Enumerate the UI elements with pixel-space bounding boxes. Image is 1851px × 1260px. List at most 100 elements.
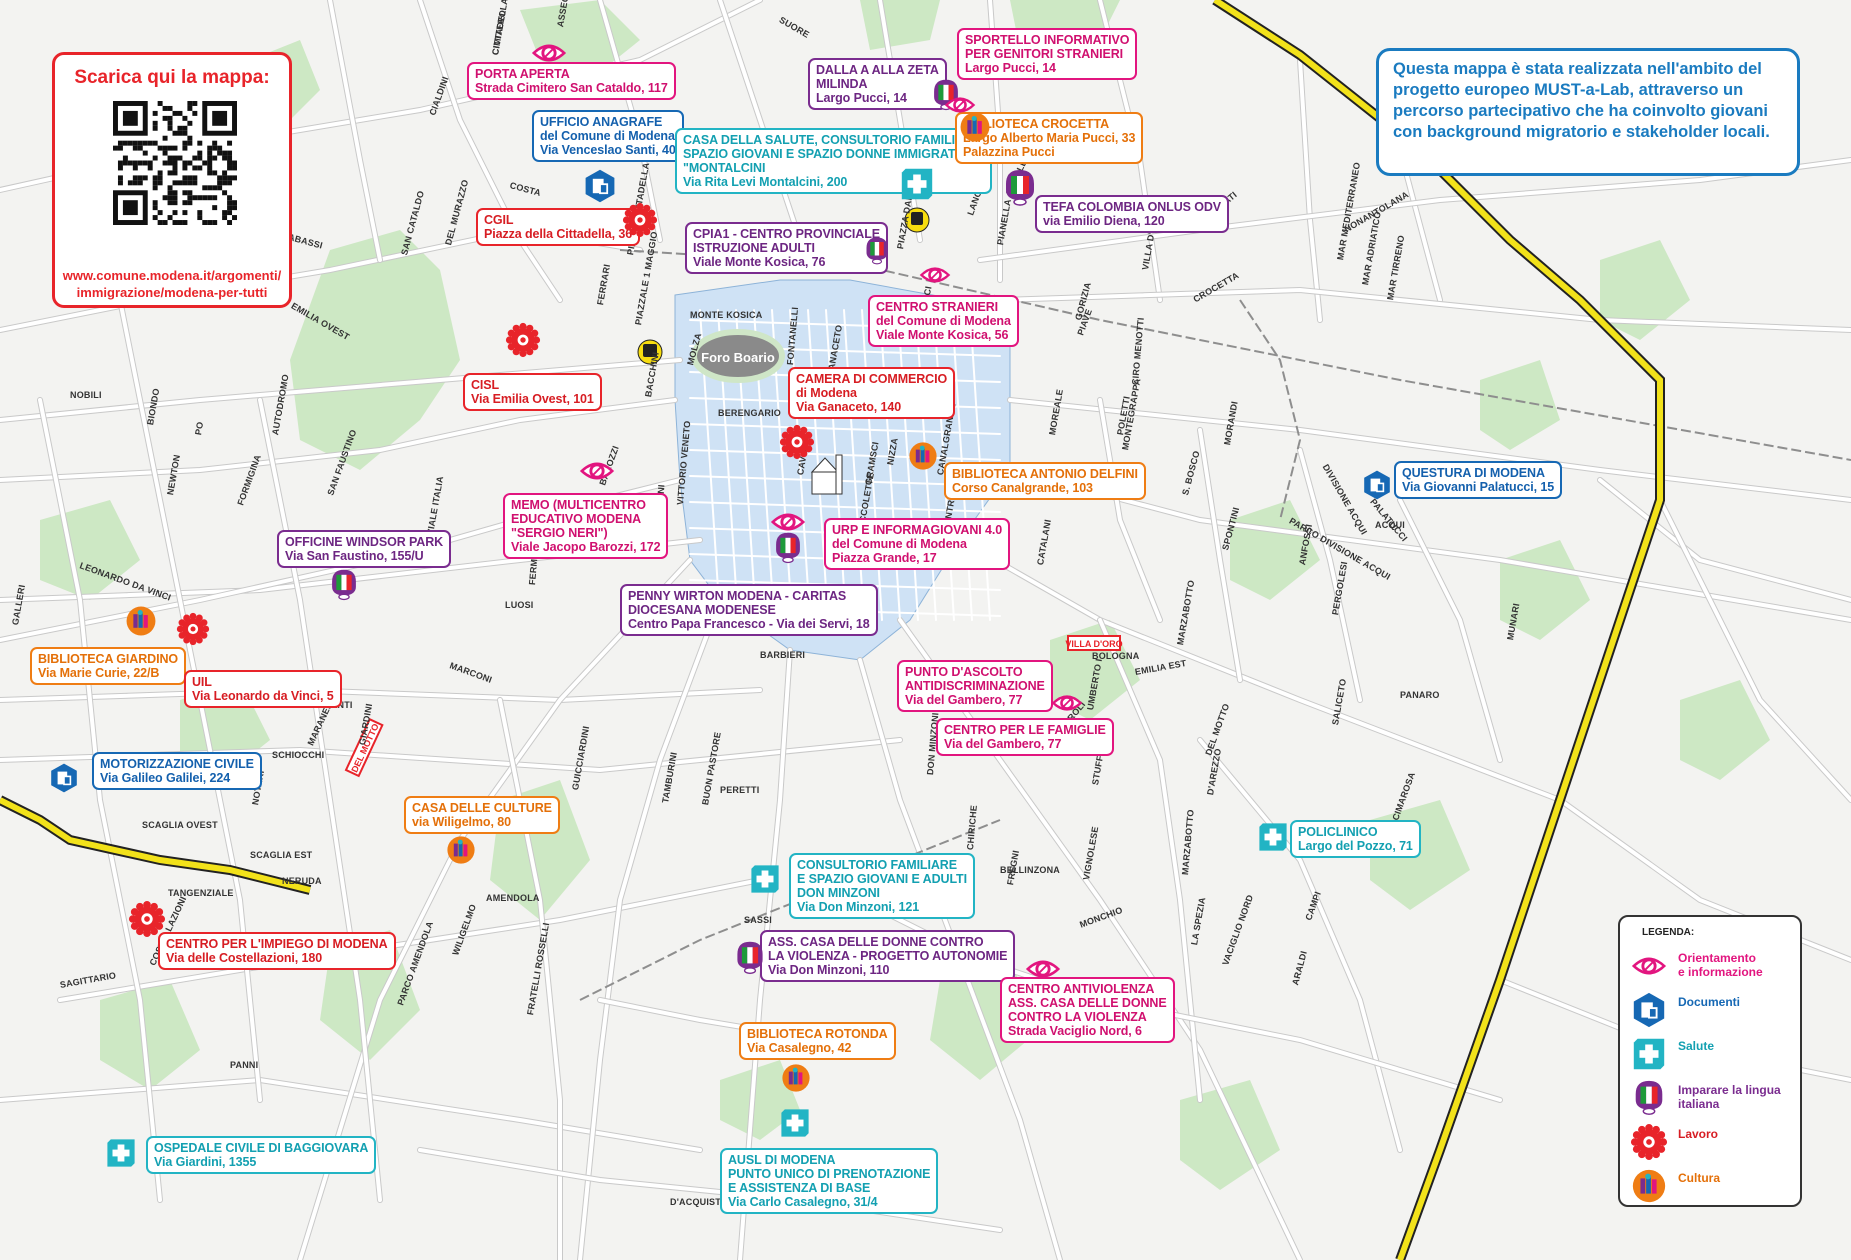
gear-icon-part: [519, 322, 527, 331]
qr-module: [227, 195, 233, 201]
gear-icon-part: [190, 626, 196, 632]
poi-marker[interactable]: [582, 168, 618, 209]
poi-marker[interactable]: [862, 236, 892, 271]
poi-label[interactable]: CASA DELLA SALUTE, CONSULTORIO FAMILIARE…: [675, 128, 993, 194]
poi-marker[interactable]: [1050, 686, 1084, 725]
italian-flag-speech-icon-part: [870, 242, 875, 256]
qr-module: [132, 175, 138, 181]
poi-marker[interactable]: [907, 440, 939, 477]
poi-marker[interactable]: [1256, 820, 1290, 859]
poi-marker[interactable]: [622, 202, 658, 243]
street-segment-fill: [58, 878, 762, 1002]
qr-module: [222, 190, 228, 196]
poi-marker[interactable]: [128, 900, 166, 943]
poi-marker[interactable]: [958, 110, 992, 149]
poi-marker[interactable]: [898, 165, 936, 208]
qr-module: [152, 155, 158, 161]
qr-code-icon[interactable]: [113, 101, 237, 225]
poi-marker[interactable]: [769, 503, 807, 546]
poi-marker[interactable]: [1024, 950, 1062, 993]
poi-marker[interactable]: [48, 762, 80, 799]
poi-marker[interactable]: [779, 424, 815, 465]
document-icon: [585, 169, 615, 203]
qr-module: [182, 130, 188, 136]
poi-name: MOTORIZZAZIONE CIVILE: [100, 757, 254, 771]
gear-icon-part: [637, 217, 643, 223]
poi-marker[interactable]: [530, 34, 568, 77]
qr-module: [187, 190, 193, 196]
poi-marker[interactable]: [578, 452, 616, 495]
qr-module: [142, 150, 148, 156]
poi-label[interactable]: OSPEDALE CIVILE di BaggiovaraVia Giardin…: [146, 1136, 377, 1174]
poi-name: BIBLIOTECA ROTONDA: [747, 1027, 888, 1041]
poi-marker[interactable]: [1361, 469, 1393, 506]
poi-marker[interactable]: [176, 612, 210, 651]
qr-module: [232, 215, 237, 221]
qr-module: [142, 140, 148, 146]
poi-marker[interactable]: [445, 834, 477, 871]
poi-marker[interactable]: [124, 604, 158, 643]
poi-marker[interactable]: [771, 531, 805, 570]
poi-name: AUSL DI MODENA: [728, 1153, 836, 1167]
health-cross-icon: [781, 1109, 809, 1137]
poi-name: URP E INFORMAGIOVANI 4.0: [832, 523, 1003, 537]
poi-marker[interactable]: [104, 1136, 138, 1175]
foro-boario-label: Foro Boario: [701, 350, 775, 365]
poi-marker[interactable]: [1000, 168, 1040, 213]
qr-module: [167, 195, 173, 201]
poi-marker[interactable]: [505, 322, 541, 363]
street-segment-fill: [38, 398, 162, 1202]
qr-module: [222, 170, 228, 176]
qr-url-line1[interactable]: www.comune.modena.it/argomenti/: [62, 268, 282, 283]
italian-flag-speech-icon-part: [780, 537, 786, 554]
poi-label[interactable]: MEMO (Multicentroeducativo MODENA"SERGIO…: [503, 493, 669, 559]
poi-marker[interactable]: [327, 568, 361, 607]
poi-marker[interactable]: [943, 88, 977, 127]
qr-panel-url[interactable]: www.comune.modena.it/argomenti/ immigraz…: [55, 267, 289, 301]
poi-marker[interactable]: [748, 862, 782, 901]
qr-url-line2[interactable]: immigrazione/modena-per-tutti: [76, 285, 268, 300]
qr-download-panel[interactable]: Scarica qui la mappa: www.comune.modena.…: [52, 52, 292, 308]
centro-street: [689, 501, 1001, 513]
poi-marker[interactable]: [778, 1106, 812, 1145]
poi-marker[interactable]: [780, 1062, 812, 1099]
qr-module: [192, 165, 198, 171]
qr-module: [207, 150, 213, 156]
poi-marker[interactable]: [918, 258, 952, 297]
eye-icon-part: [592, 466, 602, 476]
street-label: LUOSI: [505, 600, 534, 610]
poi-marker[interactable]: [732, 940, 768, 981]
poi-address: Via Ganaceto, 140: [796, 400, 902, 414]
